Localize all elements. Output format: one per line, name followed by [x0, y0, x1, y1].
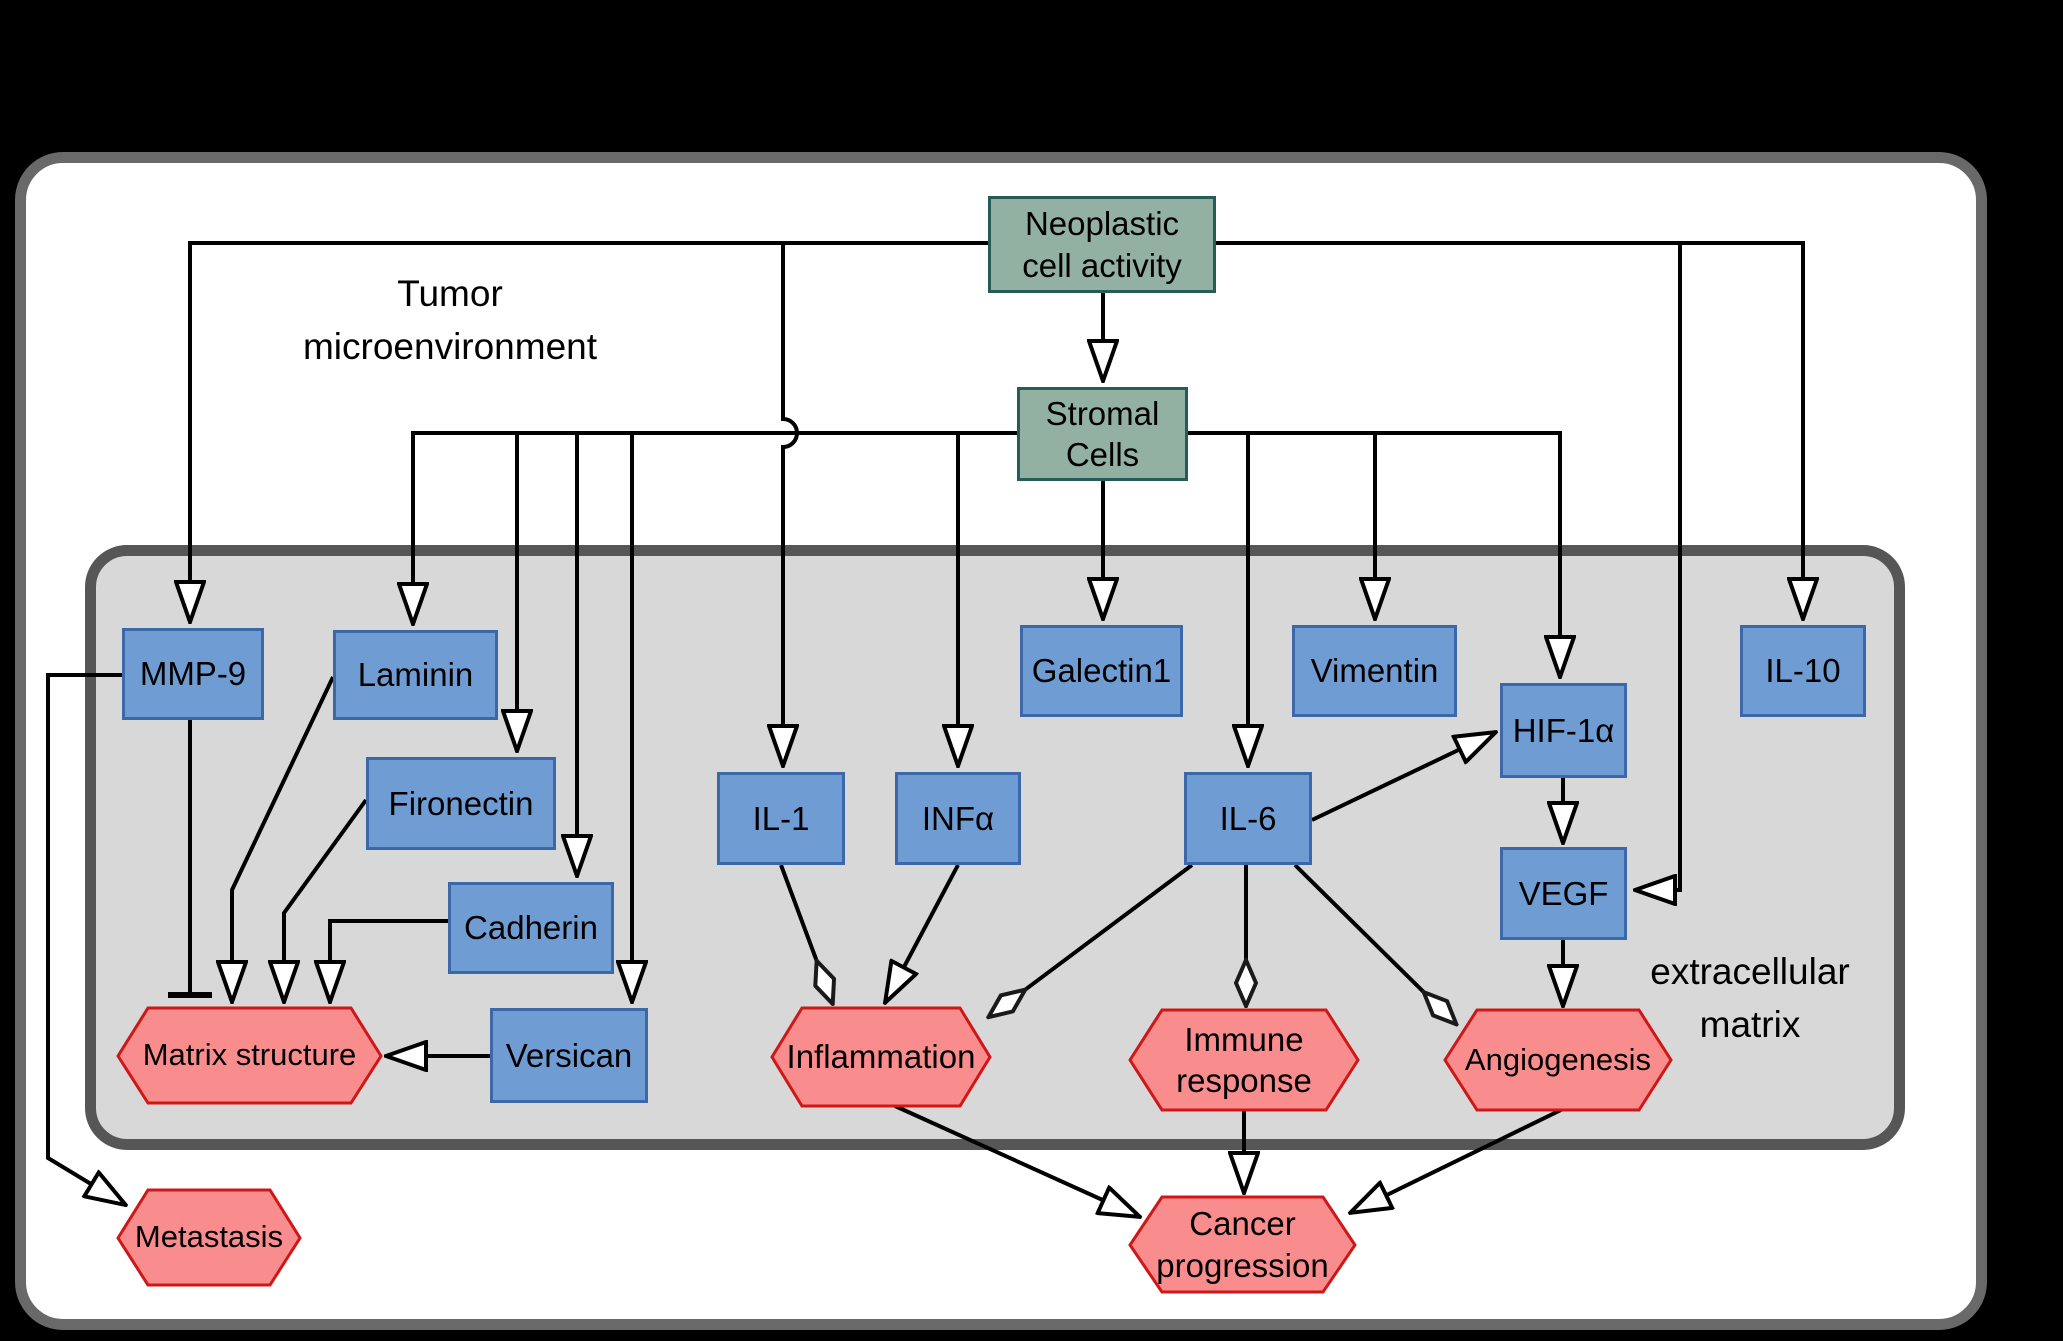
- node-il10: IL-10: [1740, 625, 1866, 717]
- node-il1: IL-1: [717, 772, 845, 865]
- node-il6: IL-6: [1184, 772, 1312, 865]
- edge-cadherin-to-matrix: [330, 919, 448, 1000]
- edge-angiogenesis-to-cancer: [1352, 1106, 1566, 1212]
- node-vegf: VEGF: [1500, 847, 1627, 940]
- node-hif1a: HIF-1α: [1500, 683, 1627, 778]
- node-immune-response-label: Immune response: [1176, 1020, 1312, 1099]
- edge-neoplastic-to-il1: [783, 243, 797, 764]
- node-cancer-progression-label: Cancer progression: [1156, 1205, 1329, 1284]
- node-angiogenesis-label: Angiogenesis: [1464, 1041, 1652, 1077]
- edge-fironectin-to-matrix: [284, 798, 368, 1000]
- node-cadherin: Cadherin: [448, 882, 614, 974]
- node-fironectin: Fironectin: [366, 757, 556, 850]
- edge-inflammation-to-cancer: [894, 1104, 1138, 1216]
- immune-response-hexagon: [1128, 1008, 1360, 1112]
- edge-stromal-to-il6: [1188, 431, 1248, 764]
- tumor-microenvironment-label: Tumor microenvironment: [302, 273, 598, 367]
- node-matrix-structure-label: Matrix structure: [142, 1037, 357, 1073]
- edge-infa-to-inflammation: [886, 864, 960, 1001]
- extracellular-matrix-label: extracellular matrix: [1650, 951, 1850, 1045]
- inflammation-hexagon: [770, 1006, 992, 1108]
- edge-il1-to-inflammation: [779, 864, 832, 1002]
- cancer-progression-hexagon: [1128, 1195, 1357, 1294]
- node-laminin: Laminin: [333, 630, 498, 720]
- metastasis-hexagon: [116, 1188, 302, 1287]
- edge-stromal-to-hif1a: [1248, 431, 1560, 675]
- node-infa: INFα: [895, 772, 1021, 865]
- edge-laminin-to-matrix: [232, 676, 335, 1000]
- node-neoplastic-cell-activity: Neoplastic cell activity: [988, 196, 1216, 293]
- edge-neoplastic-to-vegf: [1637, 243, 1682, 890]
- node-vimentin: Vimentin: [1292, 625, 1457, 717]
- edge-neoplastic-to-mmp9: [190, 241, 988, 620]
- edge-mmp9-to-metastasis: [46, 673, 124, 1204]
- node-galectin1: Galectin1: [1020, 625, 1183, 717]
- angiogenesis-hexagon: [1443, 1008, 1673, 1112]
- edge-stromal-to-laminin: [413, 431, 1017, 622]
- edge-il6-to-angiogenesis: [1293, 863, 1455, 1023]
- node-metastasis-label: Metastasis: [134, 1219, 284, 1255]
- node-stromal-cells: Stromal Cells: [1017, 387, 1188, 481]
- node-inflammation-label: Inflammation: [786, 1038, 976, 1076]
- node-mmp9: MMP-9: [122, 628, 264, 720]
- edge-neoplastic-to-il10: [1216, 241, 1803, 617]
- edge-il6-to-inflammation: [990, 863, 1194, 1016]
- edge-il6-to-hif1a: [1311, 733, 1494, 822]
- node-versican: Versican: [490, 1008, 648, 1103]
- matrix-structure-hexagon: [116, 1006, 383, 1105]
